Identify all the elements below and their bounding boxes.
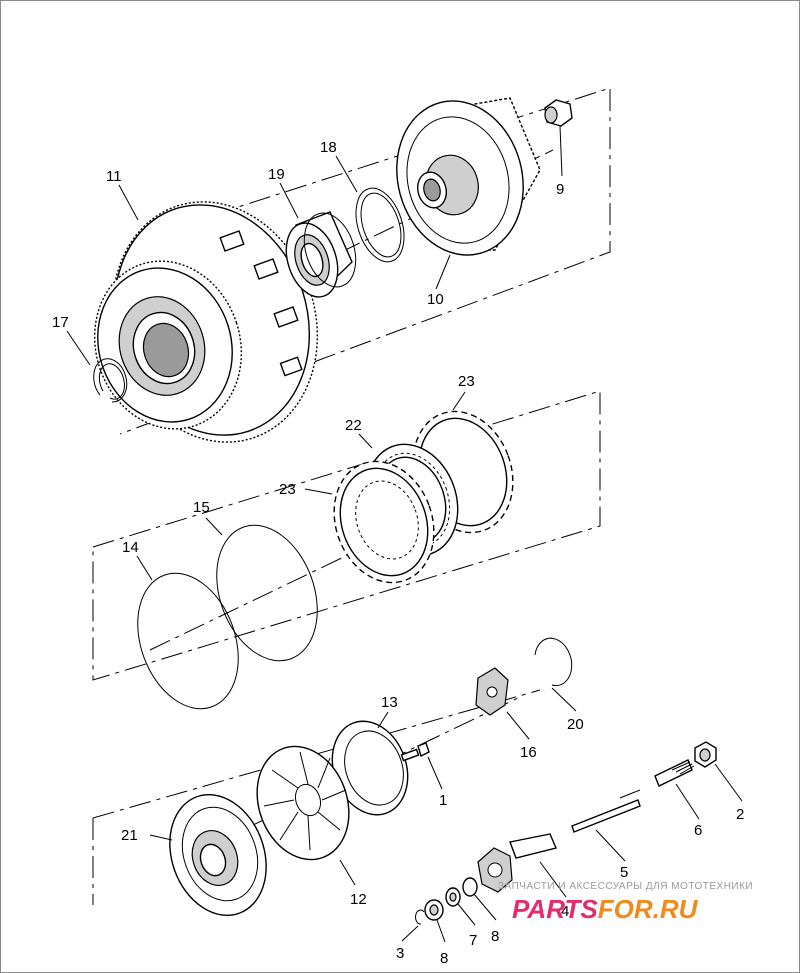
o-ring-part-15 <box>216 524 318 662</box>
label-part-20: 20 <box>567 716 584 733</box>
label-part-21: 21 <box>121 827 138 844</box>
locknut-part-2 <box>694 741 717 768</box>
label-part-12: 12 <box>350 891 367 908</box>
nut-part-9 <box>544 99 573 127</box>
label-part-13: 13 <box>381 694 398 711</box>
bolt-part-1 <box>400 742 430 762</box>
friction-plate-part-23-front <box>333 460 435 584</box>
leader-lines <box>66 125 743 943</box>
release-plate-part-16 <box>475 667 509 716</box>
label-part-5: 5 <box>620 864 628 881</box>
small-hardware-parts-3-7-8 <box>415 877 478 925</box>
label-part-6: 6 <box>694 822 702 839</box>
label-part-23-top: 23 <box>458 373 475 390</box>
pushrod-part-5 <box>571 799 641 833</box>
retaining-ring-part-20 <box>534 637 573 687</box>
label-part-10: 10 <box>427 291 444 308</box>
o-ring-part-14 <box>137 572 239 710</box>
snap-ring-part-17 <box>93 358 128 403</box>
label-part-15: 15 <box>193 499 210 516</box>
label-part-18: 18 <box>320 139 337 156</box>
label-part-16: 16 <box>520 744 537 761</box>
label-part-1: 1 <box>439 792 447 809</box>
label-part-14: 14 <box>122 539 139 556</box>
bearing-part-19 <box>285 211 357 298</box>
label-part-19: 19 <box>268 166 285 183</box>
clutch-hub-part-10 <box>396 97 541 256</box>
adjusting-screw-part-6 <box>654 759 695 787</box>
label-part-3: 3 <box>396 945 404 962</box>
watermark-brand-part-1: PARTS <box>512 894 598 924</box>
label-part-22: 22 <box>345 417 362 434</box>
label-part-9: 9 <box>556 181 564 198</box>
watermark: ЗАПЧАСТИ И АКСЕССУАРЫ ДЛЯ МОТОТЕХНИКИ PA… <box>498 881 753 924</box>
label-part-23-left: 23 <box>279 481 296 498</box>
watermark-caption: ЗАПЧАСТИ И АКСЕССУАРЫ ДЛЯ МОТОТЕХНИКИ <box>498 881 753 892</box>
diaphragm-spring-part-12 <box>256 745 350 861</box>
label-part-11: 11 <box>106 168 122 185</box>
part-number-labels: 11 19 18 10 9 17 22 23 23 15 14 20 16 13… <box>52 139 744 967</box>
watermark-brand: PARTSFOR.RU <box>512 894 699 924</box>
label-part-8-lower: 8 <box>440 950 448 967</box>
label-part-2: 2 <box>736 806 744 823</box>
watermark-brand-part-2: FOR.RU <box>598 894 699 924</box>
release-shaft-part-4 <box>477 833 557 893</box>
retaining-ring-part-18 <box>355 187 405 263</box>
pressure-plate-part-21 <box>169 793 267 917</box>
label-part-4: 4 <box>561 903 569 920</box>
label-part-7: 7 <box>469 932 477 949</box>
clutch-shell-part-11 <box>93 201 319 443</box>
label-part-17: 17 <box>52 314 69 331</box>
label-part-8-upper: 8 <box>491 928 499 945</box>
